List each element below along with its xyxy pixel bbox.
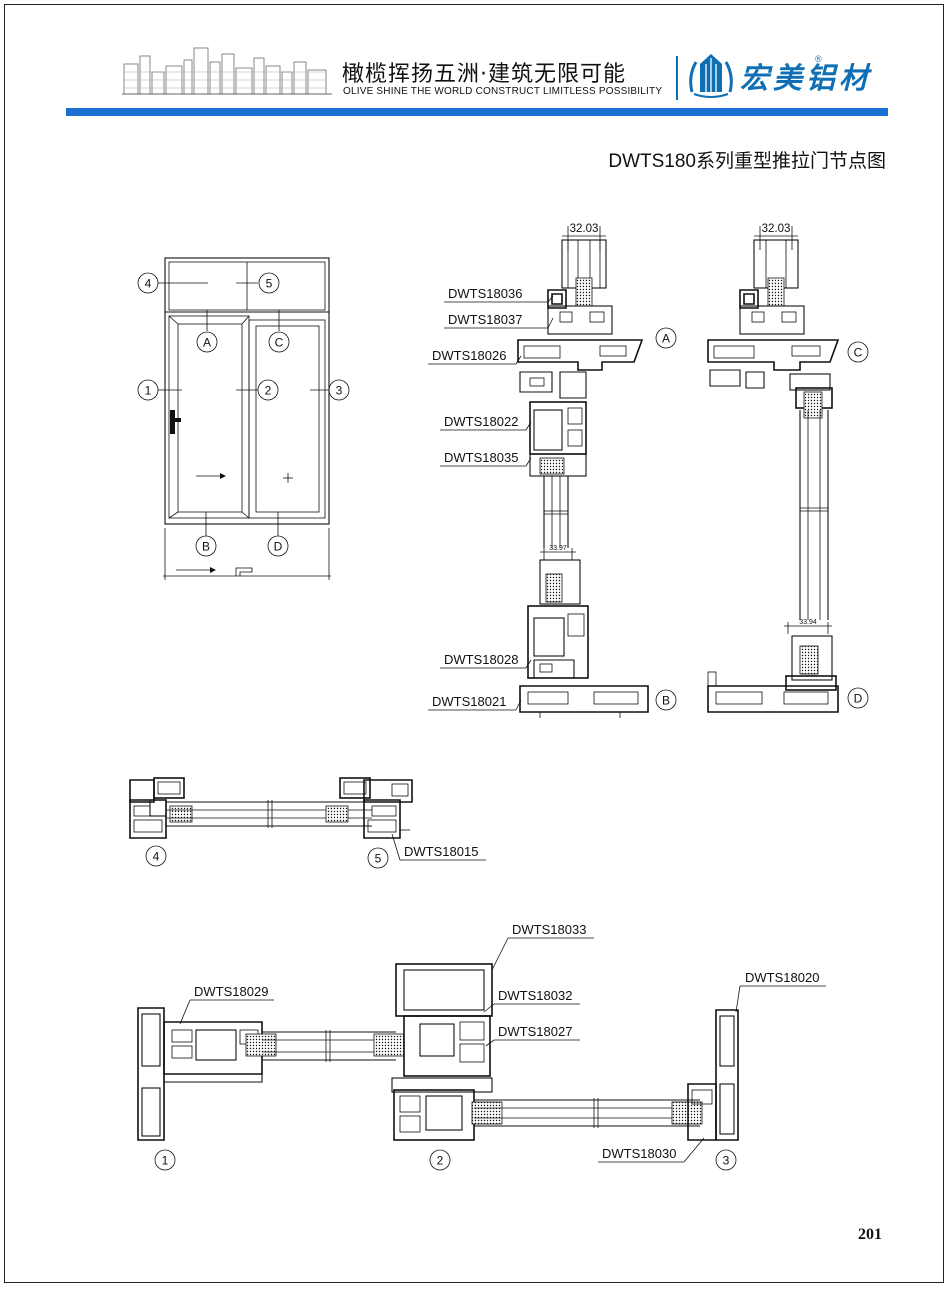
part-label: DWTS18030 [602,1146,676,1161]
svg-text:C: C [854,346,863,360]
section-part-labels: DWTS18036 DWTS18037 DWTS18026 DWTS18022 … [428,286,869,711]
part-label: DWTS18027 [498,1024,572,1039]
svg-text:5: 5 [266,277,273,291]
transom-section: 4 5 DWTS18015 [129,777,486,869]
part-label: DWTS18020 [745,970,819,985]
part-label: DWTS18021 [432,694,506,709]
svg-text:1: 1 [162,1154,169,1168]
svg-text:1: 1 [145,384,152,398]
slogan-english: OLIVE SHINE THE WORLD CONSTRUCT LIMITLES… [343,86,663,97]
registered-mark: ® [815,54,822,64]
elevation-markers: 4 5 A C 1 2 3 B D [137,272,350,557]
slogan-chinese: 橄榄挥扬五洲·建筑无限可能 [342,62,626,87]
header-accent-bar [66,108,888,116]
page-title: DWTS180系列重型推拉门节点图 [608,151,886,172]
dim-d-glass: 33.94 [799,619,817,626]
part-label: DWTS18022 [444,414,518,429]
brand-logo-icon [689,54,733,98]
horizontal-section: 1 2 3 DWTS18029 DWTS18033 DWTS18032 DWTS… [137,922,826,1171]
city-skyline-logo [122,47,332,95]
svg-text:4: 4 [145,277,152,291]
part-label: DWTS18032 [498,988,572,1003]
svg-text:B: B [662,694,670,708]
svg-text:C: C [275,336,284,350]
svg-text:A: A [203,336,211,350]
door-handle-icon [170,410,175,434]
svg-text:A: A [662,332,670,346]
page-number: 201 [858,1226,882,1243]
header-divider [676,56,678,100]
part-label: DWTS18036 [448,286,522,301]
svg-text:4: 4 [153,850,160,864]
svg-text:D: D [854,692,863,706]
svg-text:B: B [202,540,210,554]
svg-text:D: D [274,540,283,554]
brand-name: 宏美铝材 [740,61,873,95]
part-label: DWTS18028 [444,652,518,667]
part-label: DWTS18026 [432,348,506,363]
svg-text:2: 2 [437,1154,444,1168]
section-cd: 32.03 33.94 [707,223,840,713]
dim-a: 32.03 [570,223,599,235]
part-label: DWTS18033 [512,922,586,937]
svg-text:2: 2 [265,384,272,398]
section-ab: 32.03 33.97 [517,223,649,718]
svg-text:3: 3 [336,384,343,398]
part-label: DWTS18037 [448,312,522,327]
svg-text:3: 3 [723,1154,730,1168]
part-label: DWTS18035 [444,450,518,465]
dim-b-glass: 33.97 [549,545,567,552]
part-label: DWTS18015 [404,844,478,859]
door-elevation [158,257,331,580]
svg-text:5: 5 [375,852,382,866]
dim-c: 32.03 [762,223,791,235]
part-label: DWTS18029 [194,984,268,999]
page-frame [4,4,944,1283]
